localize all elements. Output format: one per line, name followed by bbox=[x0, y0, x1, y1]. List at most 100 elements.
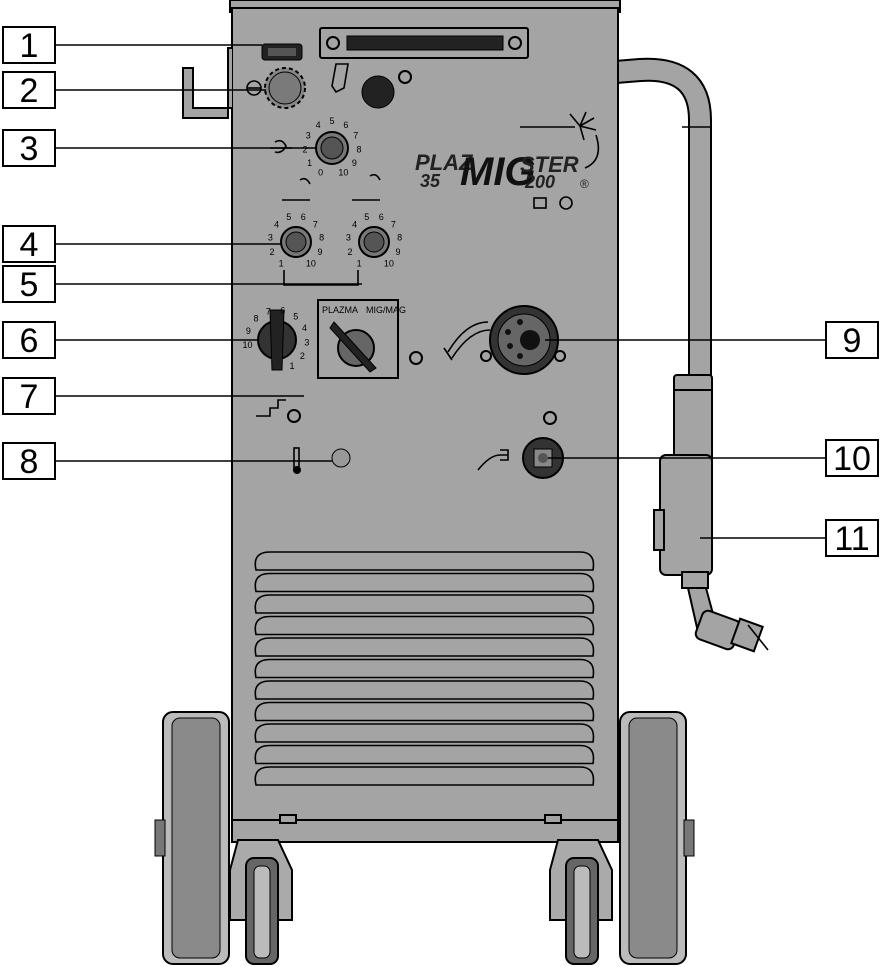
screw bbox=[287, 409, 301, 423]
callout-box bbox=[825, 439, 879, 477]
dial-4-number: 6 bbox=[301, 212, 306, 222]
brand-logo: PLAZ 35 MIG STER 200 ® bbox=[415, 111, 600, 210]
rear-wheel-right bbox=[619, 711, 695, 965]
dial-3-number: 1 bbox=[307, 158, 312, 168]
dial-4-number: 3 bbox=[268, 233, 273, 243]
callout-box bbox=[825, 519, 879, 557]
dial-3[interactable] bbox=[315, 131, 349, 165]
louver-slat bbox=[254, 615, 595, 636]
overheat-indicator bbox=[293, 447, 351, 474]
dial-5-number: 5 bbox=[364, 212, 369, 222]
brand-reg: ® bbox=[580, 177, 589, 191]
callout-box bbox=[2, 26, 56, 64]
dial-5-number: 2 bbox=[347, 247, 352, 257]
main-power-switch[interactable] bbox=[261, 43, 303, 61]
brand-line3b: 200 bbox=[524, 172, 555, 192]
louver-slat bbox=[254, 744, 595, 765]
dial-5-number: 3 bbox=[346, 233, 351, 243]
dial-3-number: 10 bbox=[338, 168, 348, 178]
handle-slot bbox=[319, 27, 529, 59]
step-switch-number: 9 bbox=[246, 326, 251, 336]
step-switch-number: 2 bbox=[300, 351, 305, 361]
callout-number: 6 bbox=[20, 322, 39, 360]
louver-slat bbox=[254, 680, 595, 700]
ventilation-louvers bbox=[254, 551, 595, 786]
torch-symbol-icon bbox=[331, 63, 349, 94]
callout-box bbox=[2, 265, 56, 303]
brand-line1b: 35 bbox=[420, 171, 441, 191]
callout-number: 5 bbox=[20, 266, 39, 304]
dial-5-number: 10 bbox=[384, 258, 394, 268]
mode-selector-switch[interactable]: PLAZMA MIG/MAG bbox=[317, 299, 406, 379]
screw bbox=[409, 351, 423, 365]
step-switch[interactable] bbox=[257, 309, 297, 371]
callout-number: 8 bbox=[20, 443, 39, 481]
step-switch-number: 6 bbox=[280, 306, 285, 316]
dial-3-number: 2 bbox=[302, 144, 307, 154]
dial-3-number: 9 bbox=[352, 158, 357, 168]
step-switch-number: 5 bbox=[293, 312, 298, 322]
louver-slat bbox=[254, 551, 595, 571]
machine-body bbox=[229, 0, 621, 843]
callout-number: 1 bbox=[20, 27, 39, 65]
louver-slat bbox=[254, 723, 595, 743]
torch-cable-connector bbox=[361, 70, 412, 109]
side-hook bbox=[182, 47, 232, 119]
dial-5-number: 6 bbox=[379, 212, 384, 222]
dial-4-number: 1 bbox=[279, 258, 284, 268]
callout-number: 3 bbox=[20, 130, 39, 168]
callout-number: 10 bbox=[833, 440, 871, 478]
dial-4-5-bracket bbox=[283, 270, 359, 286]
step-switch-number: 3 bbox=[304, 337, 309, 347]
rear-wheel-left bbox=[154, 711, 230, 965]
dial-4-number: 4 bbox=[274, 220, 279, 230]
dial-3-number: 8 bbox=[356, 144, 361, 154]
louver-slat bbox=[254, 637, 595, 657]
step-switch-number: 7 bbox=[266, 306, 271, 316]
callout-box bbox=[2, 225, 56, 263]
dial-5-number: 9 bbox=[395, 247, 400, 257]
dial-5[interactable] bbox=[358, 226, 390, 258]
callout-box bbox=[2, 129, 56, 167]
dial-4-number: 8 bbox=[319, 233, 324, 243]
brand-line2: MIG bbox=[460, 150, 536, 194]
wire-timing-icons bbox=[282, 173, 381, 201]
callout-box bbox=[2, 377, 56, 415]
louver-slat bbox=[254, 658, 595, 679]
dial-4-number: 7 bbox=[313, 220, 318, 230]
dial-3-number: 3 bbox=[306, 130, 311, 140]
dial-5-number: 7 bbox=[391, 220, 396, 230]
louver-slat bbox=[254, 594, 595, 614]
brand-line1: PLAZ bbox=[415, 150, 474, 175]
front-caster-right bbox=[549, 839, 613, 965]
callout-box bbox=[2, 442, 56, 480]
dial-3-number: 7 bbox=[353, 130, 358, 140]
dial-5-number: 8 bbox=[397, 233, 402, 243]
dial-3-number: 4 bbox=[316, 120, 321, 130]
callout-number: 4 bbox=[20, 226, 39, 264]
step-switch-number: 10 bbox=[242, 340, 252, 350]
torch-socket-icon bbox=[443, 321, 491, 361]
dial-3-number: 0 bbox=[318, 168, 323, 178]
callout-box bbox=[2, 71, 56, 109]
callout-number: 11 bbox=[834, 520, 869, 558]
torch-socket[interactable] bbox=[480, 305, 566, 375]
callout-number: 9 bbox=[843, 322, 862, 360]
dial-4-number: 5 bbox=[286, 212, 291, 222]
dial-3-number: 6 bbox=[343, 120, 348, 130]
wire-speed-gear-knob[interactable] bbox=[246, 67, 306, 109]
mode-mig-label: MIG/MAG bbox=[366, 305, 406, 315]
torch-cable bbox=[366, 57, 712, 397]
callout-box bbox=[2, 321, 56, 359]
mode-plasma-label: PLAZMA bbox=[322, 305, 358, 315]
dial-5-number: 1 bbox=[357, 258, 362, 268]
step-switch-number: 1 bbox=[289, 361, 294, 371]
front-caster-left bbox=[229, 839, 293, 965]
louver-slat bbox=[254, 572, 595, 593]
dial-4-number: 9 bbox=[317, 247, 322, 257]
dial-4[interactable] bbox=[280, 226, 312, 258]
